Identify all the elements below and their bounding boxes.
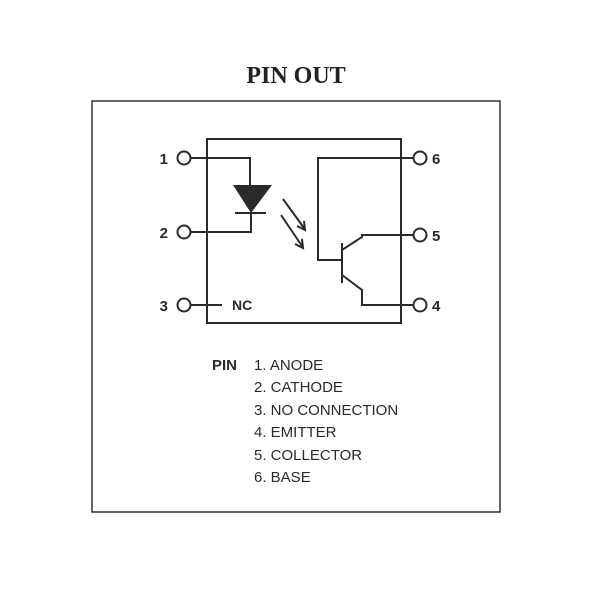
pin-4: [412, 297, 428, 313]
pin-1-label: 1: [160, 151, 168, 168]
outer-frame: [91, 100, 501, 513]
pin-4-label: 4: [432, 298, 441, 315]
light-arrows-icon: [280, 198, 307, 250]
right-pins: 6 5 4: [412, 150, 441, 315]
pin-3: [176, 297, 192, 313]
pin-1: [176, 150, 192, 166]
led-diode-icon: [191, 157, 272, 233]
diagram-title: PIN OUT: [246, 63, 345, 89]
pin-5-label: 5: [432, 228, 440, 245]
left-pins: 1 2 3: [160, 150, 192, 315]
legend-item: 2. CATHODE: [254, 379, 343, 396]
pin-legend: PIN 1. ANODE 2. CATHODE 3. NO CONNECTION…: [212, 357, 398, 486]
pin-2: [176, 224, 192, 240]
legend-item: 1. ANODE: [254, 357, 323, 374]
legend-item: 4. EMITTER: [254, 424, 337, 441]
legend-item: 5. COLLECTOR: [254, 447, 362, 464]
phototransistor-icon: [317, 157, 413, 306]
pin-2-label: 2: [160, 225, 168, 242]
nc-label: NC: [232, 297, 252, 313]
pin-6-label: 6: [432, 151, 440, 168]
legend-heading: PIN: [212, 357, 237, 374]
pin-5: [412, 227, 428, 243]
legend-item: 3. NO CONNECTION: [254, 402, 398, 419]
pin-6: [412, 150, 428, 166]
legend-item: 6. BASE: [254, 469, 311, 486]
pin-3-label: 3: [160, 298, 168, 315]
